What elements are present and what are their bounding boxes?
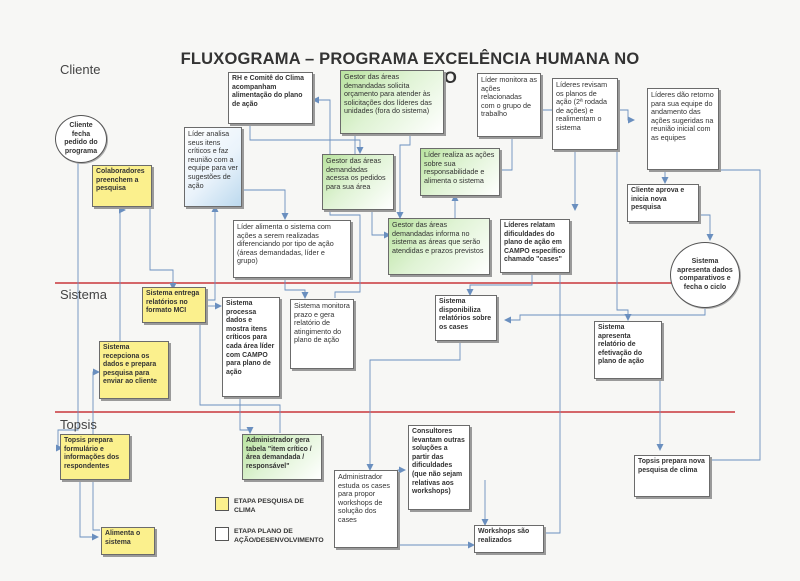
node-rh-comite[interactable]: RH e Comitê do Clima acompanham alimenta… bbox=[228, 72, 313, 124]
node-topsis-nova[interactable]: Topsis prepara nova pesquisa de clima bbox=[634, 455, 710, 497]
node-topsis-prepara[interactable]: Topsis prepara formulário e informações … bbox=[60, 434, 130, 480]
legend-label-pesquisa: ETAPA PESQUISA DE CLIMA bbox=[234, 498, 304, 514]
arrow-recepciona-to-colaboradores bbox=[119, 206, 126, 342]
node-cliente-aprova[interactable]: Cliente aprova e inicia nova pesquisa bbox=[627, 184, 699, 222]
lane-label-topsis: Topsis bbox=[60, 417, 97, 432]
arrow-monitora-to-rh bbox=[312, 96, 361, 298]
legend-swatch-plano bbox=[215, 527, 229, 541]
node-lider-monitora[interactable]: Líder monitora as ações relacionadas com… bbox=[477, 73, 541, 137]
node-gestor-solicita[interactable]: Gestor das áreas demandadas solicita orç… bbox=[340, 70, 444, 134]
node-consultores[interactable]: Consultores levantam outras soluções a p… bbox=[408, 425, 470, 510]
node-lideres-dao-retorno[interactable]: Líderes dão retorno para sua equipe do a… bbox=[647, 88, 719, 170]
node-lideres-relatam[interactable]: Líderes relatam dificuldades do plano de… bbox=[500, 219, 570, 273]
node-gestor-informa[interactable]: Gestor das áreas demandadas informa no s… bbox=[388, 218, 490, 275]
node-sistema-processa[interactable]: Sistema processa dados e mostra itens cr… bbox=[222, 297, 280, 397]
arrow-topsis-to-alimenta bbox=[79, 480, 99, 541]
legend-label-plano: ETAPA PLANO DE AÇÃO/DESENVOLVIMENTO bbox=[234, 528, 324, 544]
node-lider-realiza[interactable]: Líder realiza as ações sobre sua respons… bbox=[420, 148, 500, 196]
arrow-processa-to-administrador bbox=[239, 397, 254, 434]
legend-swatch-pesquisa bbox=[215, 497, 229, 511]
node-sistema-disponibiliza[interactable]: Sistema disponibiliza relatórios sobre o… bbox=[435, 295, 497, 341]
arrow-dados-to-cliente bbox=[504, 308, 706, 324]
node-sistema-apresenta-dados[interactable]: Sistema apresenta dados comparativos e f… bbox=[670, 242, 740, 308]
arrow-colaboradores-to-entrega bbox=[149, 208, 177, 290]
arrow-estuda-to-consultores bbox=[397, 466, 406, 505]
node-cliente-fecha[interactable]: Cliente fecha pedido do programa bbox=[55, 115, 107, 163]
lane-label-cliente: Cliente bbox=[60, 62, 101, 77]
node-gestor-acessa[interactable]: Gestor das áreas demandadas acessa os pe… bbox=[322, 154, 394, 210]
arrow-topsis-nova-to-aprova bbox=[661, 169, 761, 461]
arrow-revisam-to-retorno bbox=[612, 109, 635, 124]
node-sistema-recepciona[interactable]: Sistema recepciona os dados e prepara pe… bbox=[99, 341, 169, 399]
arrow-disponibiliza-to-estuda bbox=[366, 340, 461, 471]
arrow-relatam-to-disponibiliza bbox=[466, 272, 533, 296]
arrow-administrador-to-analisa bbox=[199, 205, 281, 433]
node-alimenta[interactable]: Alimenta o sistema bbox=[101, 527, 155, 555]
arrow-analisa-to-alimenta bbox=[240, 189, 289, 220]
node-sistema-entrega[interactable]: Sistema entrega relatórios no formato MC… bbox=[142, 287, 206, 323]
arrow-aprova-to-dados bbox=[700, 214, 714, 241]
node-sistema-apresenta-relatorio[interactable]: Sistema apresenta relatório de efetivaçã… bbox=[594, 321, 662, 379]
node-lider-alimenta[interactable]: Líder alimenta o sistema com ações a ser… bbox=[233, 220, 351, 278]
node-workshops[interactable]: Workshops são realizados bbox=[474, 525, 544, 553]
node-lideres-revisam[interactable]: Líderes revisam os planos de ação (2ª ro… bbox=[552, 78, 618, 150]
node-lider-analisa[interactable]: Líder analisa seus itens críticos e faz … bbox=[184, 127, 242, 207]
arrow-rh-to-gestor-acessa bbox=[249, 125, 364, 154]
lane-label-sistema: Sistema bbox=[60, 287, 107, 302]
node-administrador-estuda[interactable]: Administrador estuda os cases para propo… bbox=[334, 470, 398, 548]
arrow-cliente-to-topsis bbox=[56, 158, 79, 452]
node-colaboradores[interactable]: Colaboradores preenchem a pesquisa bbox=[92, 165, 152, 207]
arrow-alimenta-lider-to-monitora bbox=[284, 278, 309, 299]
node-administrador-gera[interactable]: Administrador gera tabela "item crítico … bbox=[242, 434, 322, 480]
arrow-revisam-to-apresenta-relatorio bbox=[616, 150, 632, 321]
node-sistema-monitora[interactable]: Sistema monitora prazo e gera relatório … bbox=[290, 299, 354, 369]
arrow-solicita-to-informa bbox=[396, 133, 411, 219]
